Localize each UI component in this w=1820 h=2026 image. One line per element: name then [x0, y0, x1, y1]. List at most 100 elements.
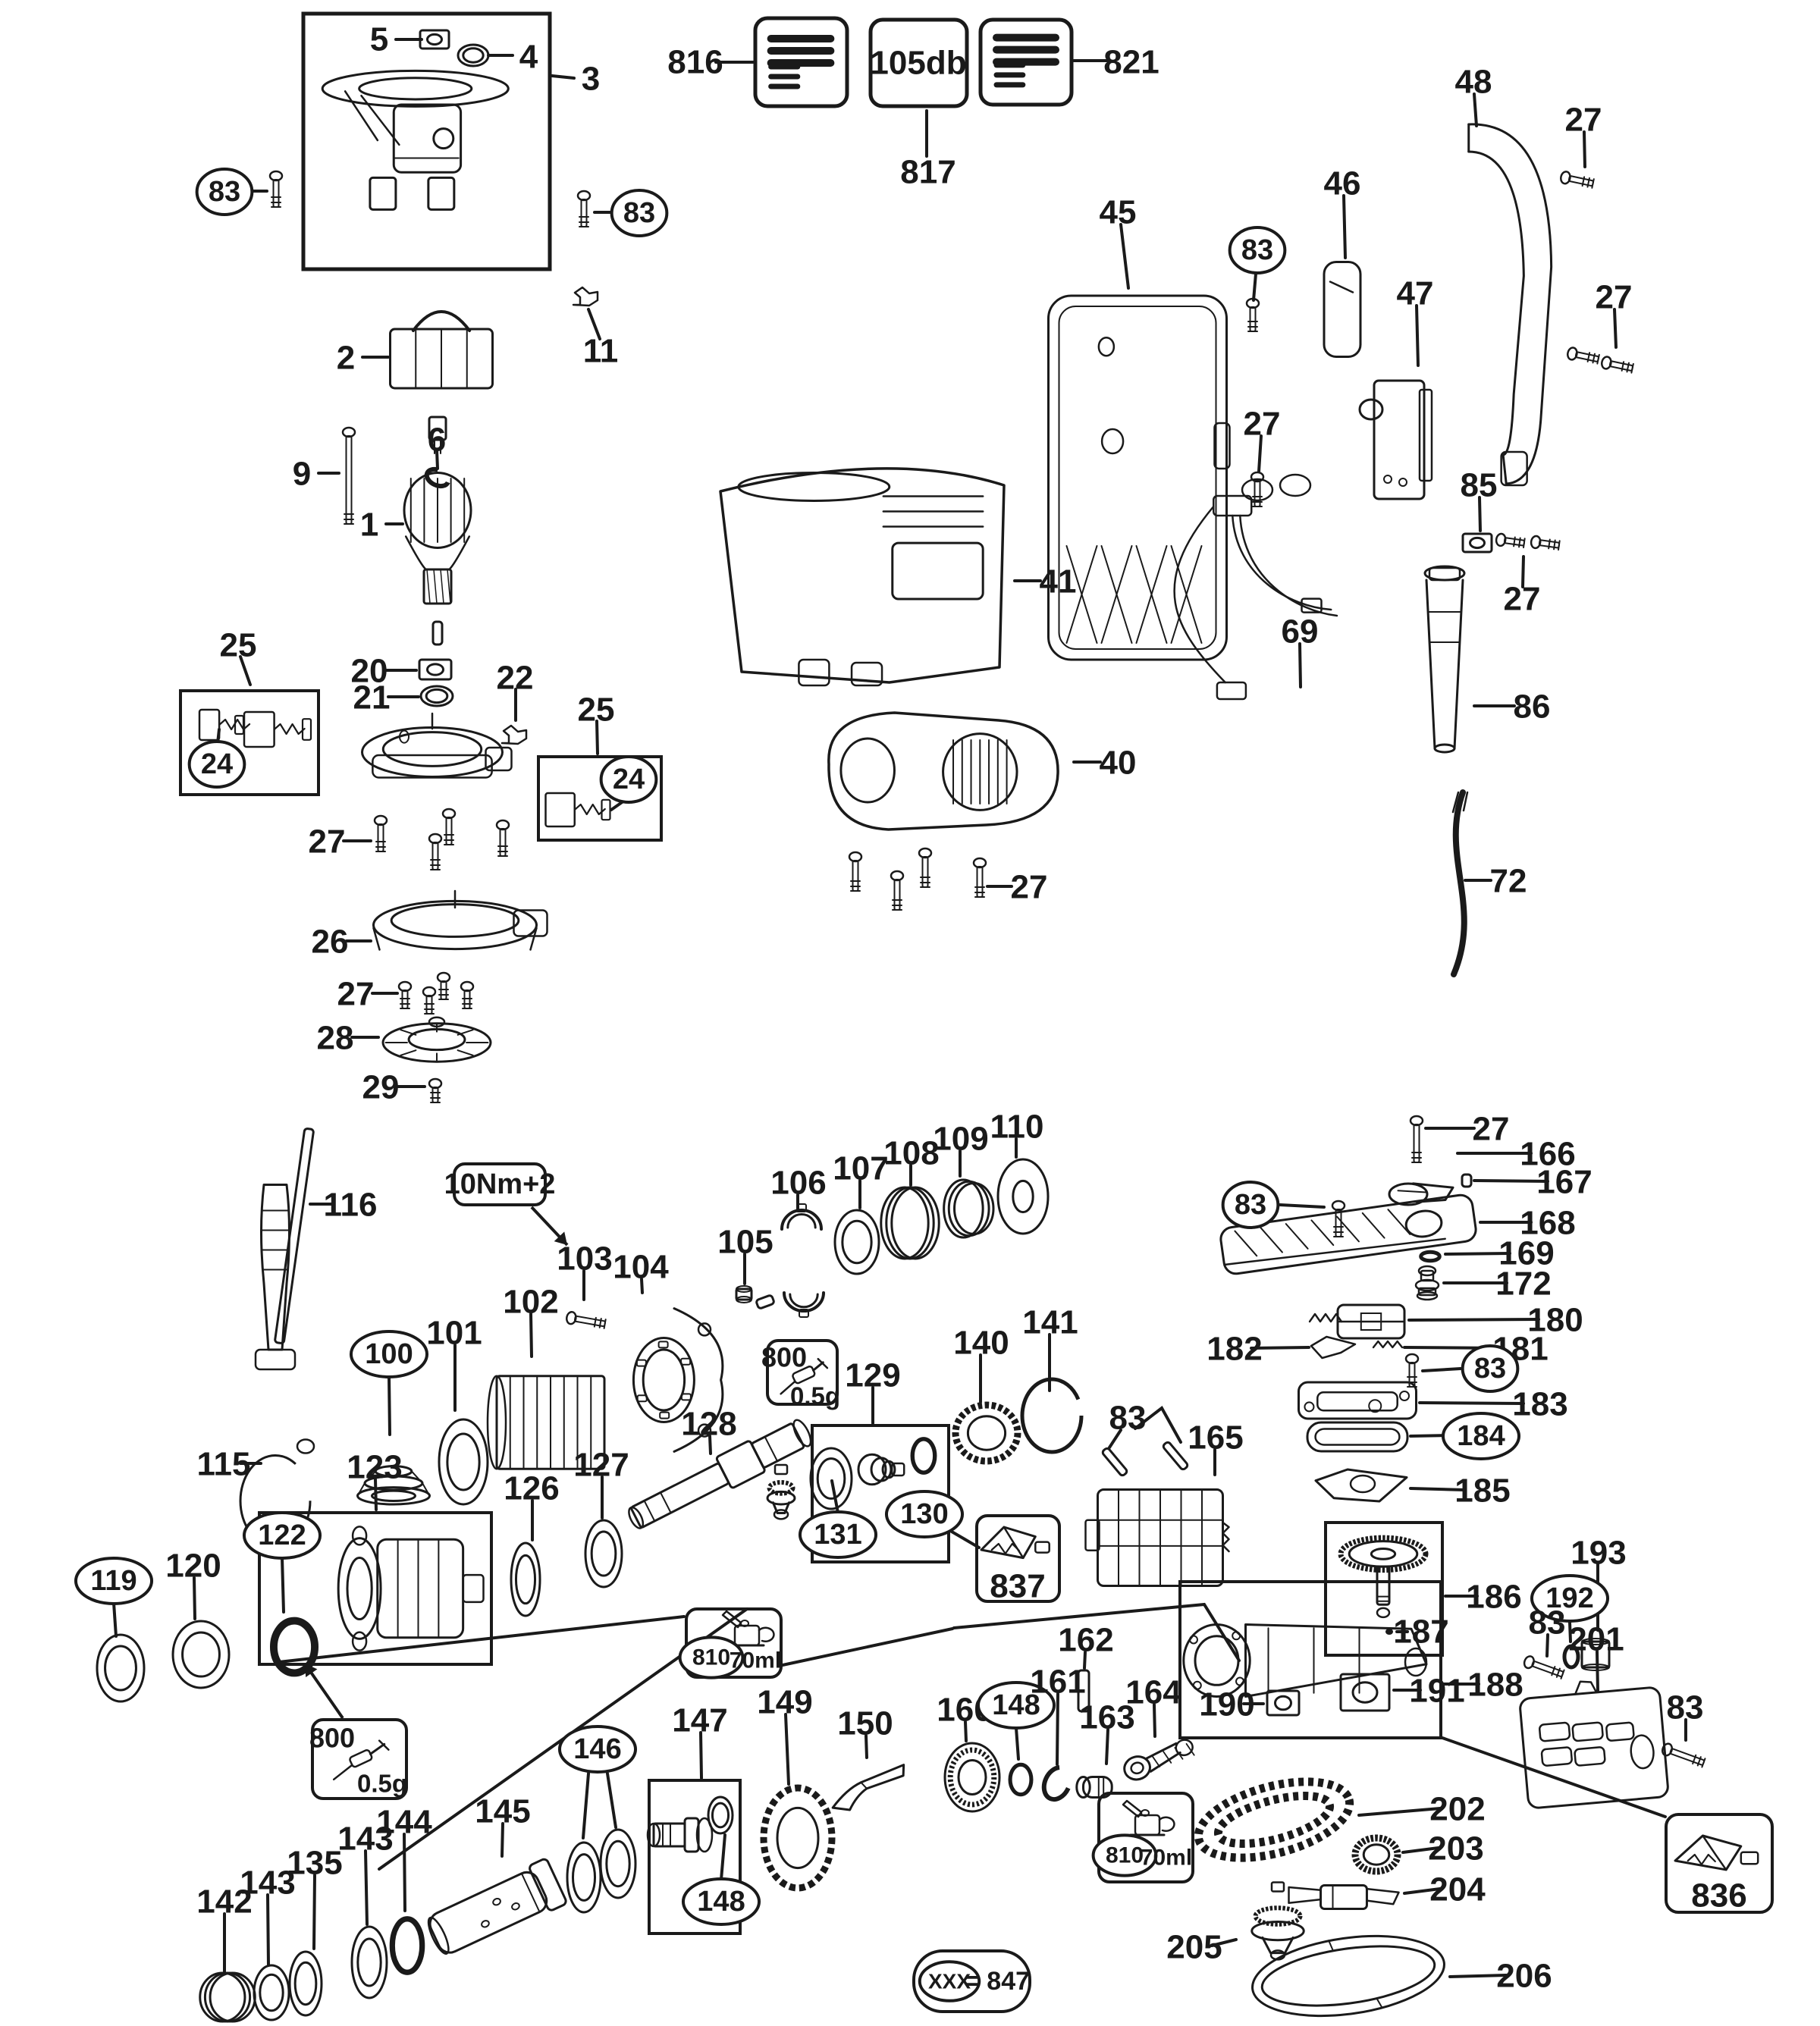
callout-127: 127 — [573, 1447, 629, 1484]
callout-2: 2 — [337, 340, 355, 377]
callout-204: 204 — [1429, 1871, 1486, 1908]
group-box — [685, 1607, 783, 1679]
part-clip — [572, 286, 599, 307]
callout-46: 46 — [1324, 165, 1361, 202]
part-scr — [1601, 356, 1634, 374]
leader-line — [1210, 1938, 1238, 1947]
callout-22: 22 — [497, 660, 534, 697]
callout-108: 108 — [883, 1135, 939, 1172]
part-cyl — [735, 1285, 753, 1303]
leader-line — [720, 1833, 726, 1881]
callout-149: 149 — [757, 1684, 812, 1721]
part-pin — [1461, 1173, 1473, 1188]
leader-line — [1407, 1318, 1540, 1322]
callout-9: 9 — [293, 456, 311, 493]
part-scr — [428, 833, 443, 870]
callout-146: 146 — [573, 1733, 621, 1765]
part-ring — [833, 1209, 880, 1275]
leader-line — [1357, 1807, 1442, 1817]
leader-line — [582, 1772, 590, 1839]
part-baf — [372, 889, 548, 951]
group-box — [978, 17, 1074, 107]
callout-27: 27 — [1504, 581, 1541, 618]
callout-810: 810 — [692, 1645, 730, 1670]
callout-circle — [884, 1490, 965, 1538]
callout-27: 27 — [337, 976, 375, 1013]
callout-148: 148 — [992, 1689, 1040, 1721]
callout-25: 25 — [220, 627, 257, 664]
leader-line — [1448, 1974, 1508, 1978]
callout-837: 837 — [990, 1568, 1045, 1605]
group-box — [868, 17, 969, 108]
part-stat2 — [389, 310, 494, 390]
leader-line — [364, 1849, 369, 1926]
part-gearR — [952, 1401, 1021, 1465]
callout-126: 126 — [504, 1470, 559, 1507]
part-scr — [422, 986, 437, 1015]
callout-24: 24 — [613, 764, 645, 795]
callout-190: 190 — [1199, 1686, 1254, 1723]
part-scr — [460, 980, 475, 1009]
part-scr — [1495, 532, 1526, 549]
part-harn — [1173, 473, 1338, 701]
group-box — [766, 1339, 839, 1406]
callout-70ml: 70ml — [1141, 1846, 1192, 1871]
part-scr — [495, 819, 510, 857]
callout-145: 145 — [475, 1793, 530, 1830]
leader-line — [435, 449, 439, 470]
callout-180: 180 — [1527, 1302, 1583, 1339]
part-rodc — [1123, 1739, 1195, 1781]
callout-20: 20 — [351, 653, 388, 690]
group-box — [1178, 1580, 1442, 1739]
callout-120: 120 — [165, 1548, 221, 1585]
callout-72: 72 — [1490, 863, 1527, 900]
leader-line — [1250, 1346, 1310, 1350]
callout-3: 3 — [582, 61, 600, 98]
callout-201: 201 — [1568, 1621, 1624, 1658]
callout-205: 205 — [1166, 1929, 1222, 1966]
part-pin — [1101, 1447, 1128, 1477]
leader-line — [1257, 434, 1263, 473]
group-box — [1665, 1813, 1774, 1914]
callout-162: 162 — [1058, 1622, 1113, 1659]
part-brg — [1339, 1673, 1391, 1712]
callout-206: 206 — [1496, 1958, 1552, 1995]
part-arm1 — [403, 416, 472, 646]
callout-circle — [74, 1557, 154, 1605]
part-dot — [1385, 1629, 1393, 1635]
callout-circle — [1091, 1833, 1158, 1877]
callout-83: 83 — [1474, 1353, 1506, 1385]
layer-leader-lines — [112, 38, 1687, 1978]
callout-166: 166 — [1520, 1136, 1575, 1173]
part-half — [780, 1203, 823, 1231]
callout-0-5g: 0.5g — [357, 1770, 407, 1798]
leader-line — [1252, 272, 1257, 302]
leader-line — [1583, 130, 1586, 168]
callout-107: 107 — [833, 1150, 888, 1187]
part-scr — [1250, 471, 1265, 507]
callout-24: 24 — [201, 748, 233, 780]
part-pin — [1162, 1441, 1189, 1471]
part-pin — [755, 1294, 775, 1309]
callout-70ml: 70ml — [730, 1648, 781, 1673]
part-rot3 — [321, 69, 510, 211]
part-ring — [584, 1519, 623, 1588]
part-scr — [890, 870, 905, 911]
callout-131: 131 — [814, 1519, 861, 1551]
leader-line — [1545, 1633, 1549, 1657]
callout-129: 129 — [845, 1357, 900, 1394]
leader-line — [1119, 223, 1130, 290]
part-gb205 — [766, 1463, 796, 1520]
part-scr — [268, 170, 284, 208]
leader-line — [952, 1602, 1241, 1662]
callout-83: 83 — [1241, 234, 1273, 266]
callout-11: 11 — [583, 333, 619, 370]
callout-182: 182 — [1207, 1331, 1262, 1368]
part-th — [389, 1916, 425, 1975]
callout-836: 836 — [1691, 1877, 1746, 1915]
callout-163: 163 — [1079, 1699, 1134, 1736]
leader-line — [1279, 1203, 1326, 1209]
part-tc102 — [486, 1375, 606, 1470]
callout-86: 86 — [1514, 688, 1551, 726]
